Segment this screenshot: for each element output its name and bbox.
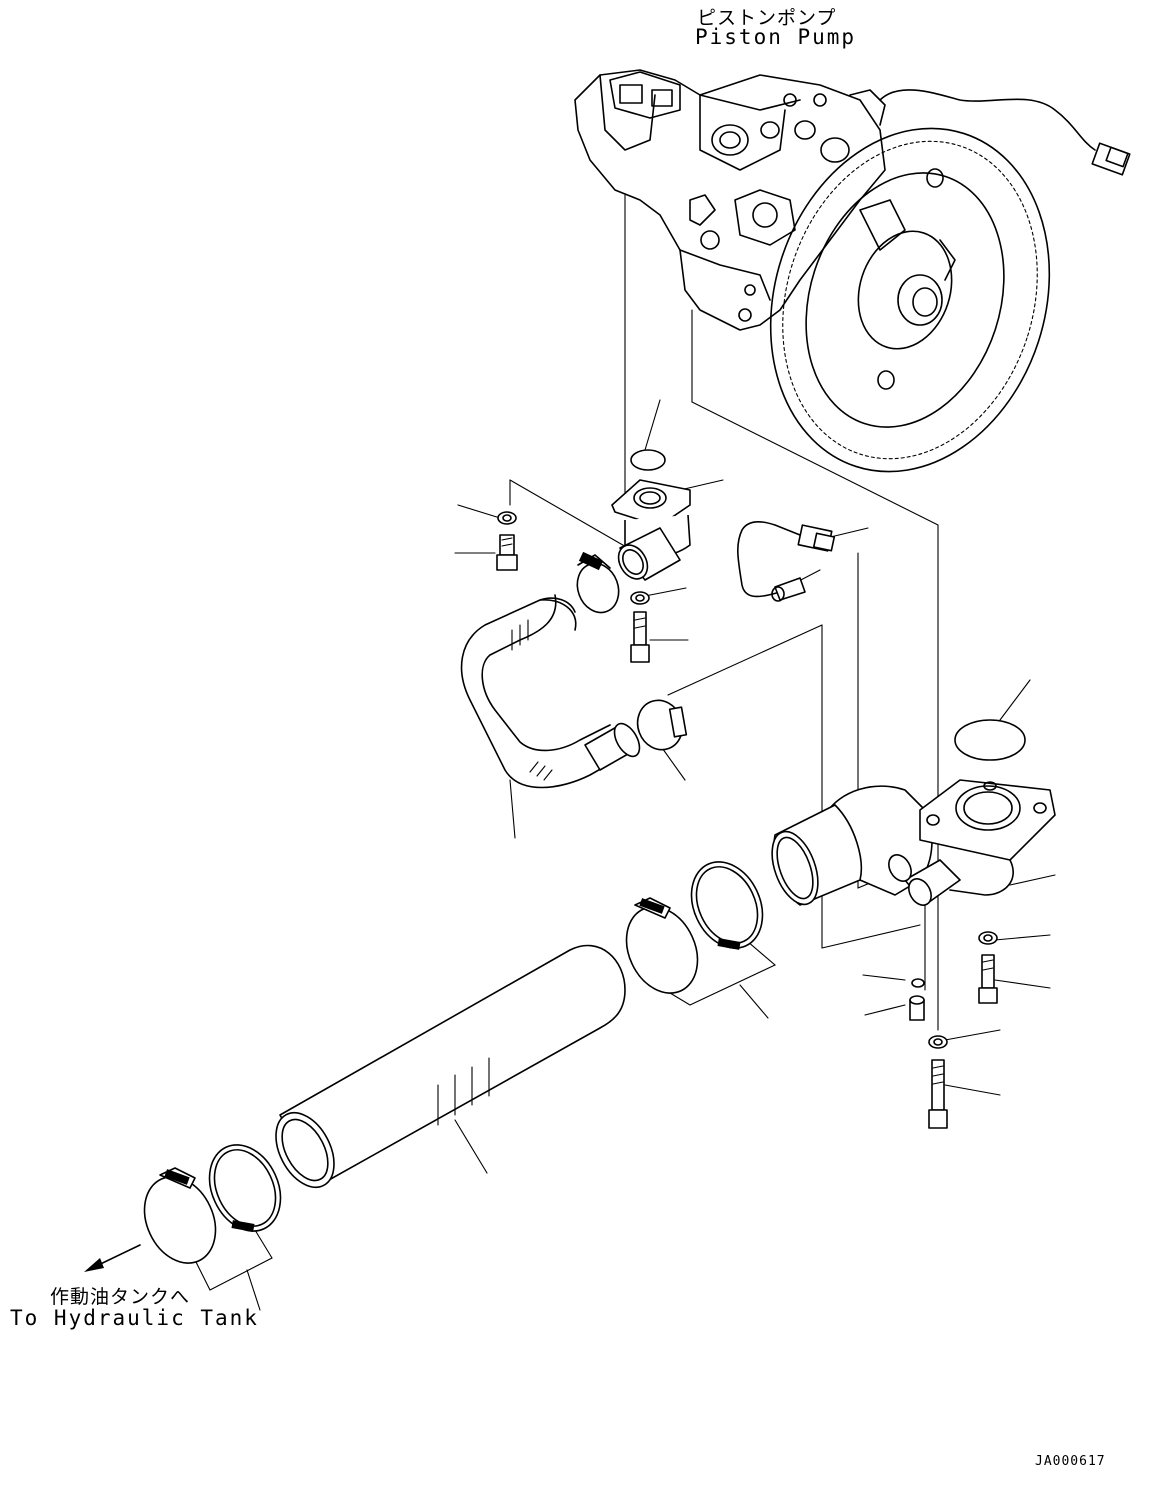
large-elbow-fitting [771,719,1056,1129]
piston-pump-label-jp: ピストンポンプ [697,7,837,29]
sensor-harness [737,520,836,602]
large-clamps-lower [143,1144,282,1264]
drawing-code: JA000617 [1035,1454,1106,1469]
u-shaped-hose [460,594,641,789]
upper-elbow-fitting [496,449,691,663]
large-clamps-upper [625,861,764,994]
to-tank-arrow [84,1244,141,1272]
piston-pump-assembly [574,69,1131,473]
hydraulic-tank-label-jp: 作動油タンクへ [50,1286,191,1308]
upper-hose-clamps [576,551,688,751]
leader-lines [194,194,1056,1311]
hydraulic-tank-label-en: To Hydraulic Tank [10,1306,259,1330]
straight-hose [275,944,626,1189]
piston-pump-label-en: Piston Pump [695,25,857,49]
